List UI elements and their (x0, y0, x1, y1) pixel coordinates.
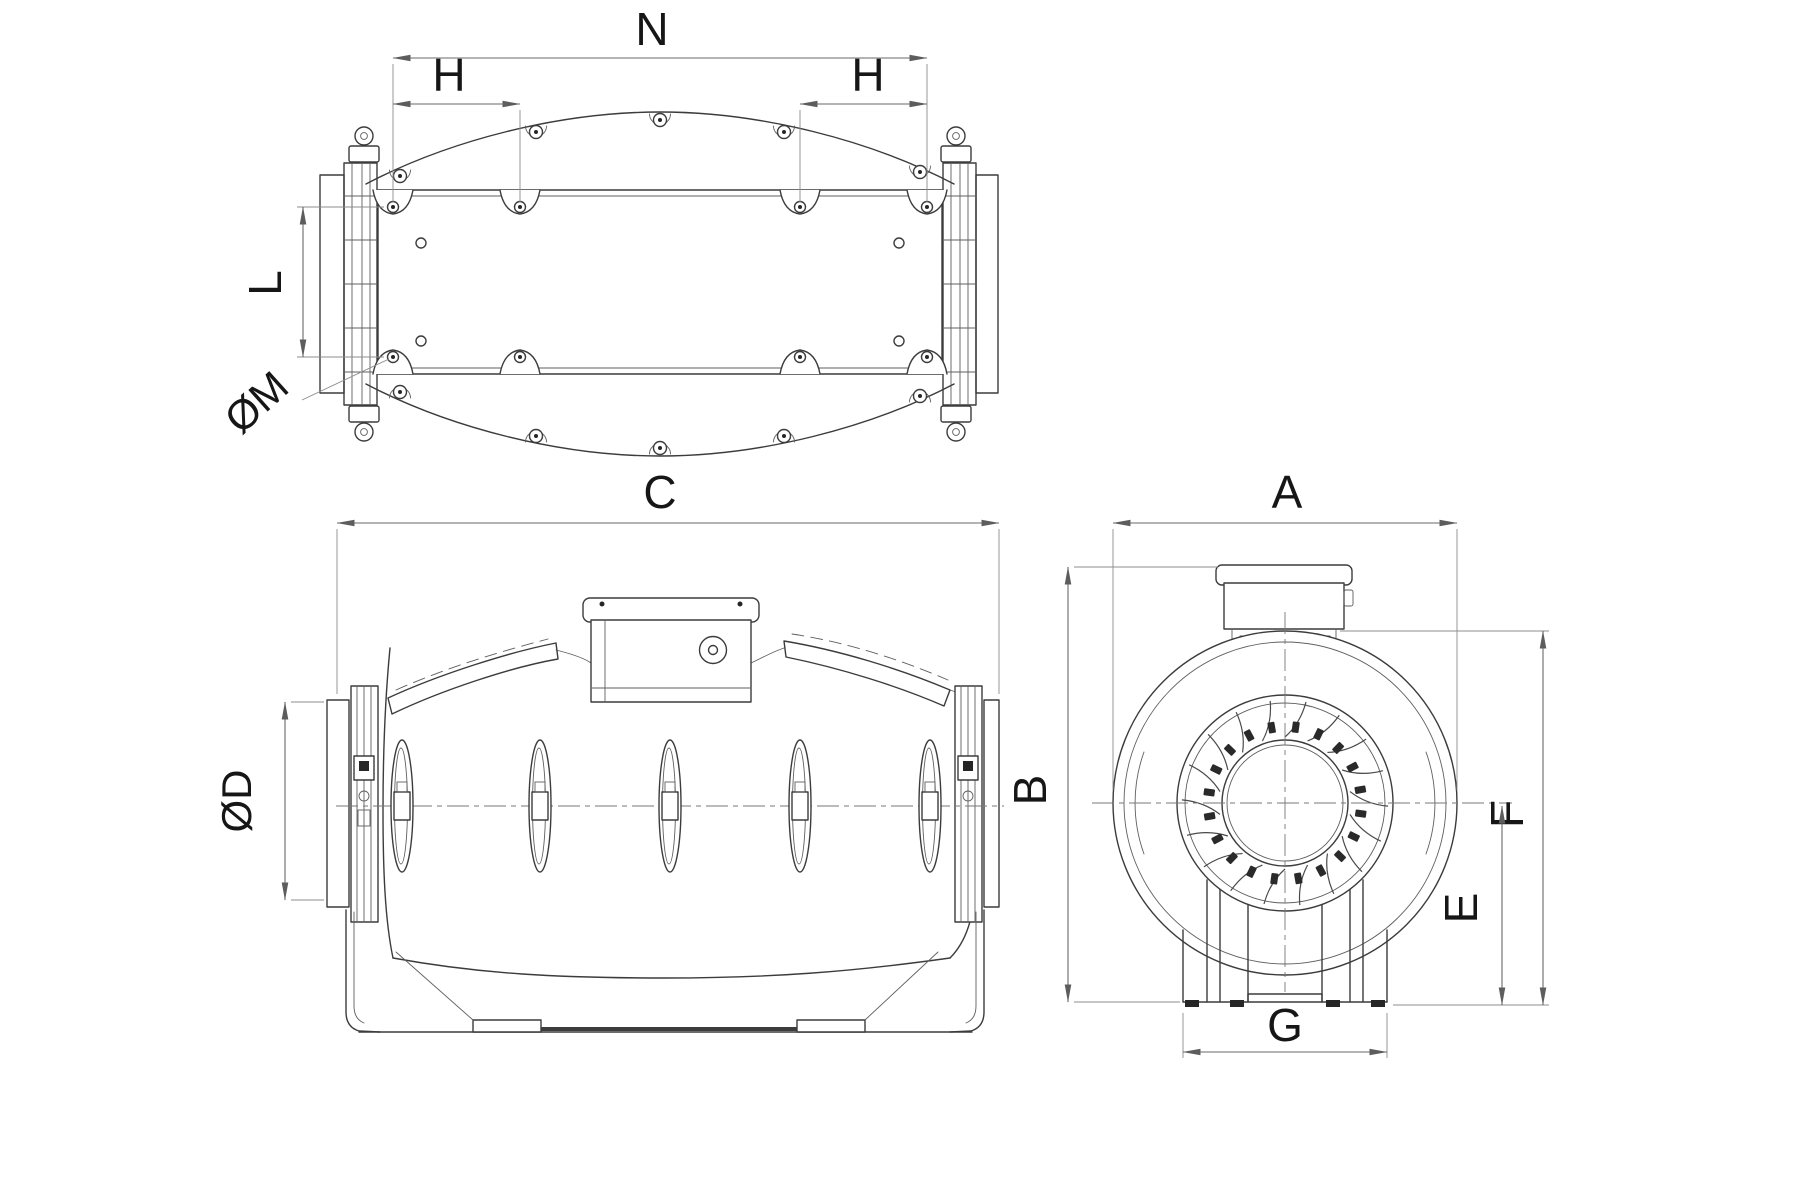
dim-label-n: N (635, 3, 668, 55)
mounting-legs (1182, 879, 1388, 1007)
mounting-plate (372, 189, 948, 375)
dim-label-a: A (1272, 466, 1303, 518)
dim-label-h-left: H (432, 49, 465, 101)
clamp-screw-oval (658, 739, 682, 873)
clamp-bolt-bottom-right (940, 405, 972, 442)
dim-f: F (1340, 630, 1549, 1006)
top-view: N H H L ØM (215, 3, 999, 457)
dim-label-b: B (1004, 775, 1056, 806)
dim-a: A (1112, 466, 1458, 790)
dim-label-od: ØD (213, 770, 260, 833)
clamp-bolt-bottom-left (348, 405, 380, 442)
clamp-band-left (387, 638, 559, 715)
dim-n: N (392, 3, 928, 202)
clamp-screw-oval (528, 739, 552, 873)
top-casing-curves (365, 111, 955, 457)
junction-box-screw (698, 635, 728, 665)
dim-h-left: H (392, 49, 521, 202)
base-bracket (345, 909, 985, 1033)
dim-label-c: C (643, 466, 676, 518)
side-view: C ØD (213, 466, 1004, 1033)
clamp-bolt-top-right (940, 126, 972, 163)
clamp-screw-oval (390, 739, 414, 873)
clamp-screw-oval (918, 739, 942, 873)
dim-g: G (1182, 999, 1388, 1058)
dim-label-l: L (239, 270, 291, 296)
side-right-duct-clamp (954, 685, 1000, 923)
screw-boss (389, 112, 931, 184)
dim-b: B (1004, 566, 1218, 1003)
dim-label-om: ØM (215, 362, 297, 442)
screw-boss (389, 384, 931, 456)
dim-e: E (1435, 805, 1506, 1006)
clamp-screw-oval (788, 739, 812, 873)
mounting-tab (372, 349, 948, 375)
dim-label-e: E (1435, 893, 1487, 924)
dim-label-g: G (1267, 999, 1303, 1051)
end-centerlines (1092, 612, 1512, 992)
top-right-duct-clamp (940, 126, 999, 442)
dim-c: C (336, 466, 1000, 694)
clamp-bolt-top-left (348, 126, 380, 163)
body-clamp-screws (390, 739, 942, 873)
clamp-band-right (783, 633, 951, 707)
junction-box (582, 597, 760, 703)
end-view: A B F E G (1004, 466, 1549, 1058)
dim-label-f: F (1481, 800, 1533, 828)
dim-l: L (239, 206, 384, 358)
dim-od: ØD (213, 701, 324, 901)
top-left-duct-clamp (319, 126, 380, 442)
dim-label-h-right: H (851, 49, 884, 101)
side-left-duct-clamp (326, 685, 379, 923)
dim-h-right: H (799, 49, 928, 202)
